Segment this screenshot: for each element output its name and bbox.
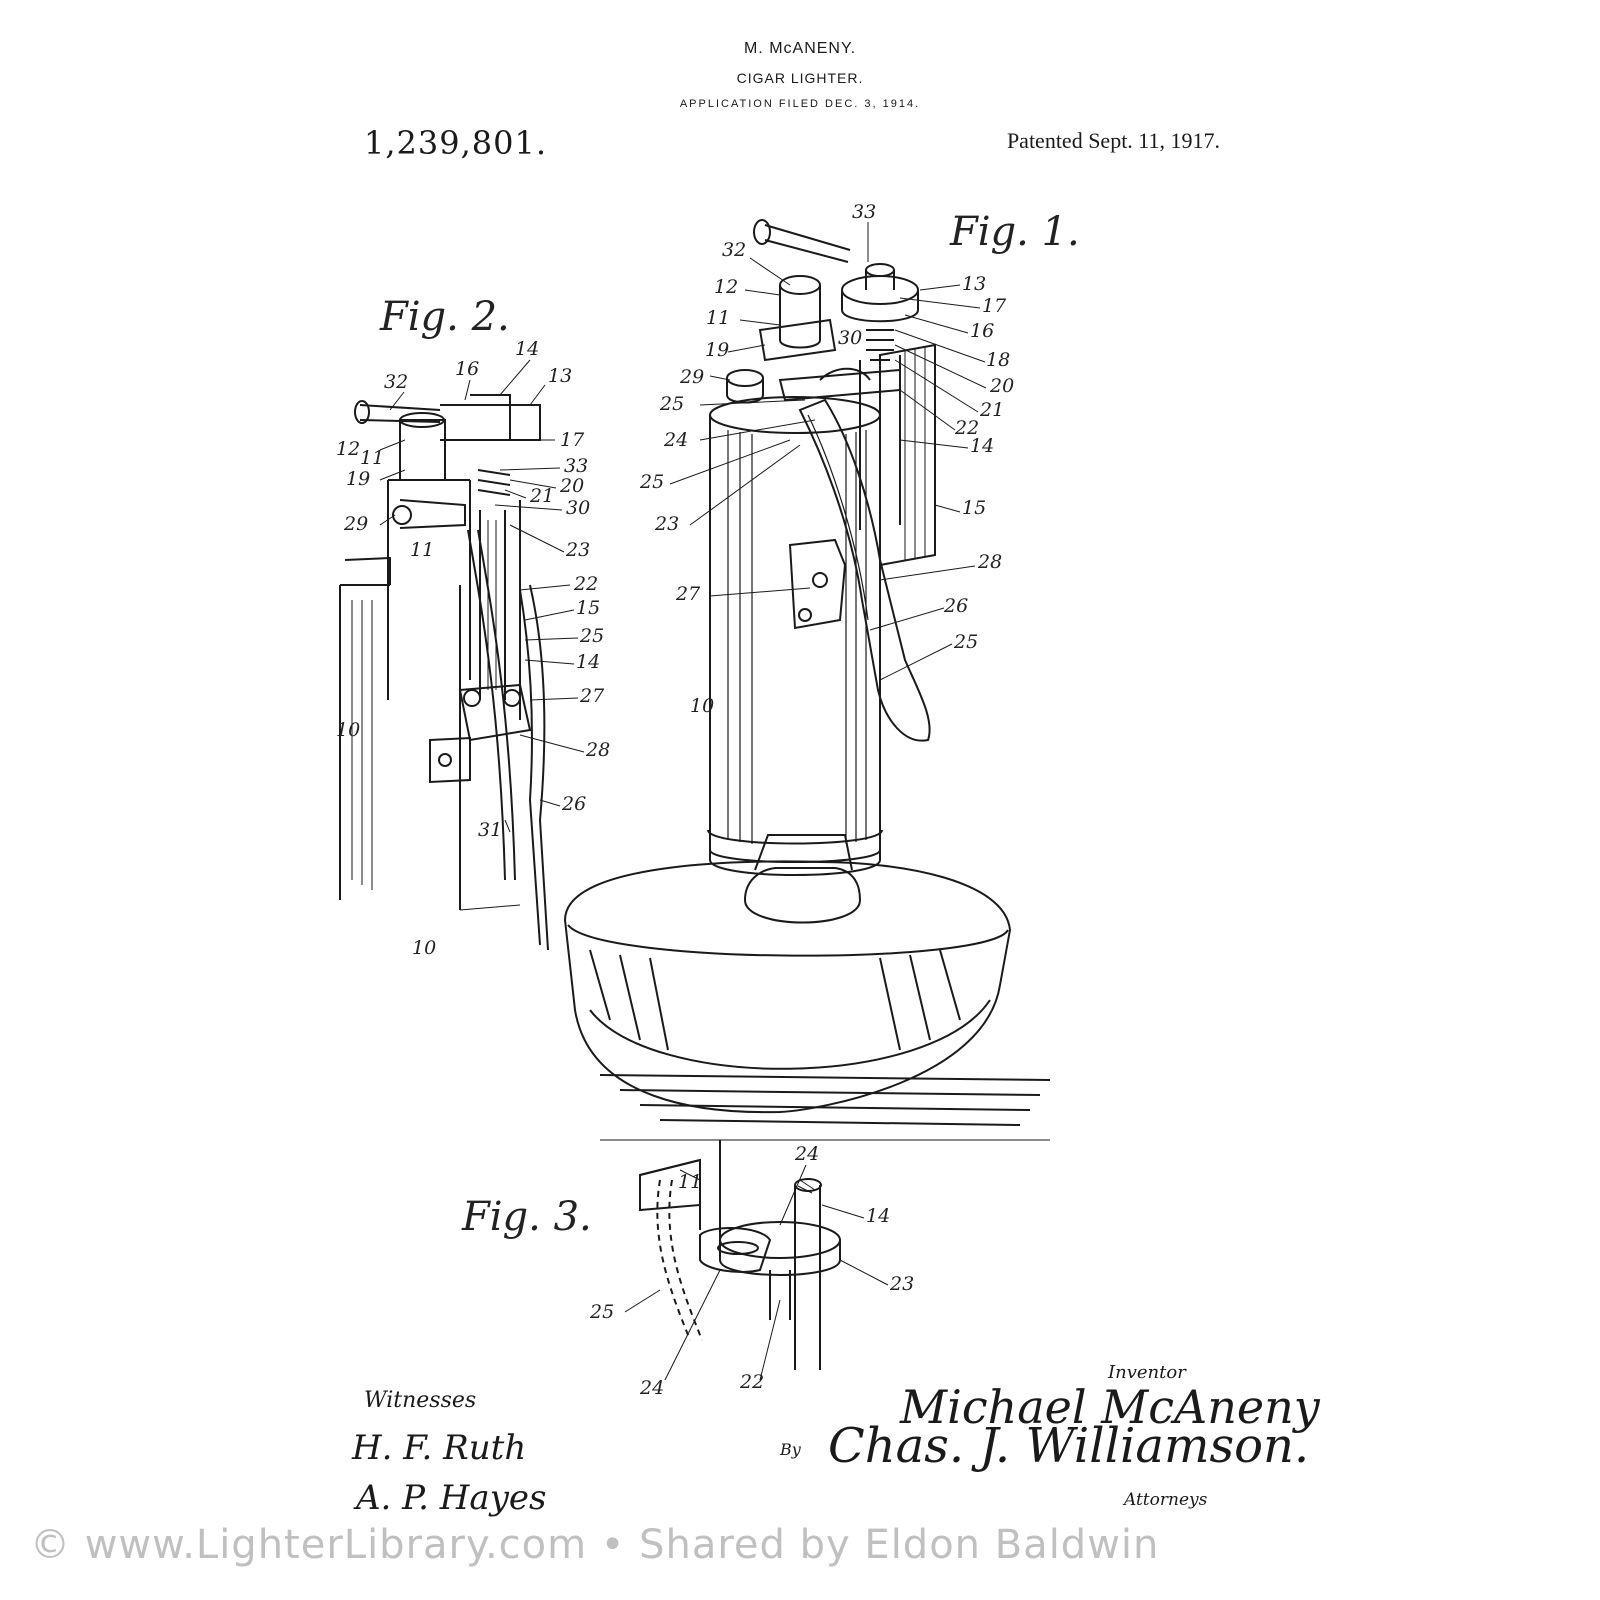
fig2-ref-29: 29 [343, 513, 368, 535]
fig1-ref-23: 23 [654, 513, 679, 535]
fig2-ref-15: 15 [576, 597, 600, 619]
witnesses-label: Witnesses [364, 1388, 477, 1413]
fig2-ref-23: 23 [565, 539, 590, 561]
fig1-ref-30: 30 [838, 327, 862, 349]
fig1-ref-13: 13 [962, 273, 986, 295]
fig1-ref-22: 22 [954, 417, 979, 439]
fig1-ref-26: 26 [943, 595, 968, 617]
fig2-ref-10b: 10 [412, 937, 436, 959]
fig2-ref-11b: 11 [410, 539, 434, 561]
filing-date: APPLICATION FILED DEC. 3, 1914. [679, 98, 921, 110]
fig2-ref-21: 21 [529, 485, 554, 507]
fig2-ref-26: 26 [561, 793, 586, 815]
fig2-ref-17: 17 [560, 429, 585, 451]
fig1-ref-25a: 25 [659, 393, 684, 415]
fig2-ref-10a: 10 [336, 719, 360, 741]
watermark: © www.LighterLibrary.com • Shared by Eld… [30, 1522, 1160, 1568]
fig1-ref-24: 24 [663, 429, 688, 451]
fig2-ref-22: 22 [573, 573, 598, 595]
fig2-ref-16: 16 [455, 358, 479, 380]
inventor-name: M. McANENY. [743, 40, 857, 57]
fig2-ref-33: 33 [564, 455, 588, 477]
patent-date: Patented Sept. 11, 1917. [1006, 128, 1220, 153]
fig2-drawing [339, 394, 549, 951]
fig1-ref-21: 21 [979, 399, 1004, 421]
fig2-ref-19: 19 [346, 468, 370, 490]
attorney-signature: Chas. J. Williamson. [828, 1418, 1310, 1474]
fig2-ref-32: 32 [384, 371, 408, 393]
fig3-drawing [639, 1140, 841, 1370]
fig1-ref-25b: 25 [639, 471, 664, 493]
fig2-ref-14: 14 [515, 338, 539, 360]
fig1-ref-10: 10 [690, 695, 714, 717]
fig3-ref-24b: 24 [639, 1377, 664, 1399]
fig1-label: Fig. 1. [949, 209, 1080, 255]
fig1-ref-14: 14 [970, 435, 994, 457]
by-label: By [780, 1440, 801, 1459]
fig1-drawing [563, 219, 1051, 1141]
invention-title: CIGAR LIGHTER. [736, 70, 864, 86]
fig3-ref-11: 11 [678, 1171, 702, 1193]
fig2-ref-14b: 14 [576, 651, 600, 673]
fig1-ref-20: 20 [989, 375, 1014, 397]
fig2-label: Fig. 2. [379, 294, 510, 340]
fig2-ref-27: 27 [579, 685, 605, 707]
fig2-ref-31: 31 [478, 819, 502, 841]
fig3-ref-23: 23 [889, 1273, 914, 1295]
witness-signature-2: A. P. Hayes [356, 1478, 547, 1518]
fig1-ref-25c: 25 [953, 631, 978, 653]
fig3-ref-24a: 24 [794, 1143, 819, 1165]
fig1-ref-11: 11 [706, 307, 730, 329]
fig3-ref-14: 14 [866, 1205, 890, 1227]
fig1-ref-15: 15 [962, 497, 986, 519]
fig3-ref-22: 22 [739, 1371, 764, 1393]
fig1-ref-28: 28 [977, 551, 1002, 573]
fig1-ref-29: 29 [679, 366, 704, 388]
patent-number: 1,239,801. [364, 124, 548, 162]
fig2-ref-28: 28 [585, 739, 610, 761]
fig1-ref-18: 18 [986, 349, 1010, 371]
fig1-ref-12: 12 [714, 276, 738, 298]
fig2-ref-12: 12 [336, 438, 360, 460]
fig1-ref-16: 16 [970, 320, 994, 342]
fig1-ref-32: 32 [722, 239, 746, 261]
inventor-signature: Michael McAneny [900, 1380, 1320, 1434]
fig1-ref-27: 27 [675, 583, 701, 605]
fig1-ref-19: 19 [705, 339, 729, 361]
fig1-ref-33: 33 [852, 201, 876, 223]
fig2-ref-20: 20 [559, 475, 584, 497]
fig1-ref-17: 17 [982, 295, 1007, 317]
witness-signature-1: H. F. Ruth [352, 1428, 527, 1468]
fig2-ref-13: 13 [548, 365, 572, 387]
inventor-label: Inventor [1108, 1362, 1186, 1383]
fig3-ref-25: 25 [589, 1301, 614, 1323]
fig2-ref-11a: 11 [360, 447, 384, 469]
fig2-ref-30: 30 [566, 497, 590, 519]
fig3-label: Fig. 3. [461, 1194, 592, 1240]
attorneys-label: Attorneys [1124, 1490, 1208, 1510]
fig2-ref-25: 25 [579, 625, 604, 647]
